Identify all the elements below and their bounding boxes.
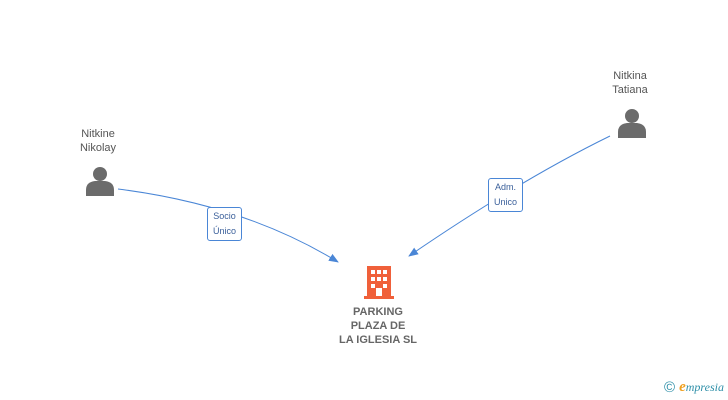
- brand-initial: e: [679, 379, 686, 395]
- brand-name: mpresia: [685, 380, 724, 394]
- relation-label-line: Adm.: [495, 182, 517, 192]
- person-icon[interactable]: [618, 109, 646, 138]
- company-name-line: PARKING: [353, 306, 403, 318]
- person-last-name: Tatiana: [612, 84, 648, 96]
- relation-label-socio-unico[interactable]: Socio Único: [207, 207, 243, 241]
- person-first-name: Nitkina: [613, 70, 647, 82]
- person-last-name: Nikolay: [79, 142, 117, 154]
- person-first-name: Nitkine: [81, 128, 115, 140]
- relation-label-line: Socio: [213, 211, 236, 221]
- building-icon[interactable]: [364, 266, 394, 299]
- company-name-line: PLAZA DE: [350, 320, 406, 332]
- brand-logo[interactable]: empresia: [679, 379, 724, 396]
- footer-brand: © empresia: [664, 379, 724, 396]
- relation-label-line: Único: [213, 226, 237, 236]
- person-name-nitkine[interactable]: Nitkine Nikolay: [38, 127, 158, 155]
- person-icon[interactable]: [86, 167, 114, 196]
- relation-label-adm-unico[interactable]: Adm. Unico: [488, 178, 524, 212]
- company-name[interactable]: PARKING PLAZA DE LA IGLESIA SL: [308, 305, 448, 347]
- relation-label-line: Unico: [494, 197, 518, 207]
- person-name-nitkina[interactable]: Nitkina Tatiana: [570, 69, 690, 97]
- company-name-line: LA IGLESIA SL: [338, 334, 418, 346]
- copyright-symbol: ©: [664, 378, 676, 396]
